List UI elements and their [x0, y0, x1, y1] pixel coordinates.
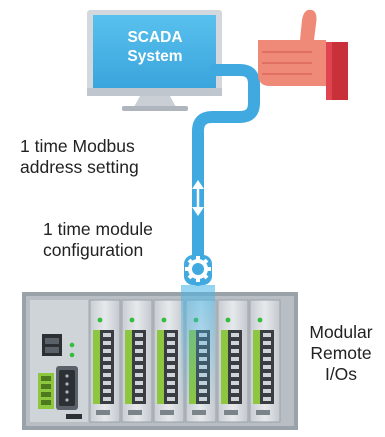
connector-pin	[263, 397, 271, 401]
cable	[192, 64, 260, 286]
serial-pin	[65, 382, 69, 386]
usb-port	[66, 414, 82, 419]
label-io-line1: Modular	[309, 322, 373, 342]
connector-pin	[263, 357, 271, 361]
connector-pin	[231, 341, 239, 345]
connector-pin	[263, 349, 271, 353]
connector-pin	[135, 397, 143, 401]
serial-pin	[65, 398, 69, 402]
connector-pin	[263, 373, 271, 377]
monitor-label-line1: SCADA	[127, 29, 183, 46]
connector-pin	[103, 341, 111, 345]
label-config: 1 time module configuration	[43, 219, 153, 261]
connector-pin	[167, 333, 175, 337]
module-latch	[96, 410, 110, 415]
connector-pin	[167, 349, 175, 353]
config-glow	[181, 285, 215, 410]
connector-pin	[263, 381, 271, 385]
monitor-label-line2: System	[127, 48, 183, 65]
connector-pin	[167, 341, 175, 345]
connector-pin	[135, 341, 143, 345]
label-io-line2: Remote	[310, 343, 372, 363]
connector-pin	[103, 381, 111, 385]
connector-pin	[231, 373, 239, 377]
connector-pin	[263, 389, 271, 393]
label-modbus: 1 time Modbus address setting	[20, 136, 139, 178]
module-latch	[224, 410, 238, 415]
module-led	[129, 317, 135, 323]
label-modbus-line1: 1 time Modbus	[20, 136, 135, 156]
status-led	[69, 352, 75, 358]
connector-pin	[263, 365, 271, 369]
connector-pin	[167, 397, 175, 401]
module-latch	[256, 410, 270, 415]
connector-pin	[231, 357, 239, 361]
serial-port-inner	[59, 370, 75, 406]
label-io-line3: I/Os	[324, 364, 358, 384]
module-latch	[192, 410, 206, 415]
monitor-label: SCADA System	[95, 28, 215, 66]
connector-pin	[135, 381, 143, 385]
module-terminal-strip	[125, 330, 132, 404]
connector-pin	[103, 349, 111, 353]
module-terminal-strip	[221, 330, 228, 404]
status-led	[69, 342, 75, 348]
connector-pin	[135, 333, 143, 337]
module-latch	[128, 410, 142, 415]
label-config-line2: configuration	[43, 240, 144, 260]
label-config-line1: 1 time module	[43, 219, 153, 239]
module-terminal-strip	[157, 330, 164, 404]
connector-pin	[135, 373, 143, 377]
connector-pin	[231, 389, 239, 393]
ethernet-port-slot	[45, 338, 59, 344]
serial-pin	[65, 390, 69, 394]
power-terminal-pin	[41, 384, 51, 389]
label-modbus-line2: address setting	[20, 157, 139, 177]
double-arrow-icon	[192, 180, 204, 216]
connector-pin	[231, 333, 239, 337]
connector-pin	[103, 333, 111, 337]
monitor-icon	[87, 10, 222, 111]
module-terminal-strip	[253, 330, 260, 404]
connector-pin	[167, 389, 175, 393]
connector-pin	[135, 357, 143, 361]
power-terminal-pin	[41, 400, 51, 405]
connector-pin	[103, 389, 111, 393]
connector-pin	[135, 389, 143, 393]
connector-pin	[135, 365, 143, 369]
module-led	[97, 317, 103, 323]
connector-pin	[103, 357, 111, 361]
connector-pin	[135, 349, 143, 353]
connector-pin	[231, 365, 239, 369]
connector-pin	[231, 381, 239, 385]
connector-pin	[103, 397, 111, 401]
connector-pin	[263, 333, 271, 337]
connector-pin	[231, 397, 239, 401]
connector-pin	[167, 373, 175, 377]
connector-pin	[263, 341, 271, 345]
thumbs-up-icon	[258, 9, 348, 100]
connector-pin	[103, 365, 111, 369]
power-terminal-pin	[41, 392, 51, 397]
module-led	[161, 317, 167, 323]
gear-icon	[184, 255, 212, 285]
power-terminal-pin	[41, 376, 51, 381]
label-io: Modular Remote I/Os	[300, 322, 382, 385]
connector-pin	[231, 349, 239, 353]
connector-pin	[167, 381, 175, 385]
ethernet-port-slot	[45, 347, 59, 353]
module-led	[257, 317, 263, 323]
serial-pin	[65, 374, 69, 378]
connector-pin	[167, 365, 175, 369]
module-terminal-strip	[93, 330, 100, 404]
connector-pin	[167, 357, 175, 361]
module-led	[225, 317, 231, 323]
connector-pin	[103, 373, 111, 377]
module-latch	[160, 410, 174, 415]
